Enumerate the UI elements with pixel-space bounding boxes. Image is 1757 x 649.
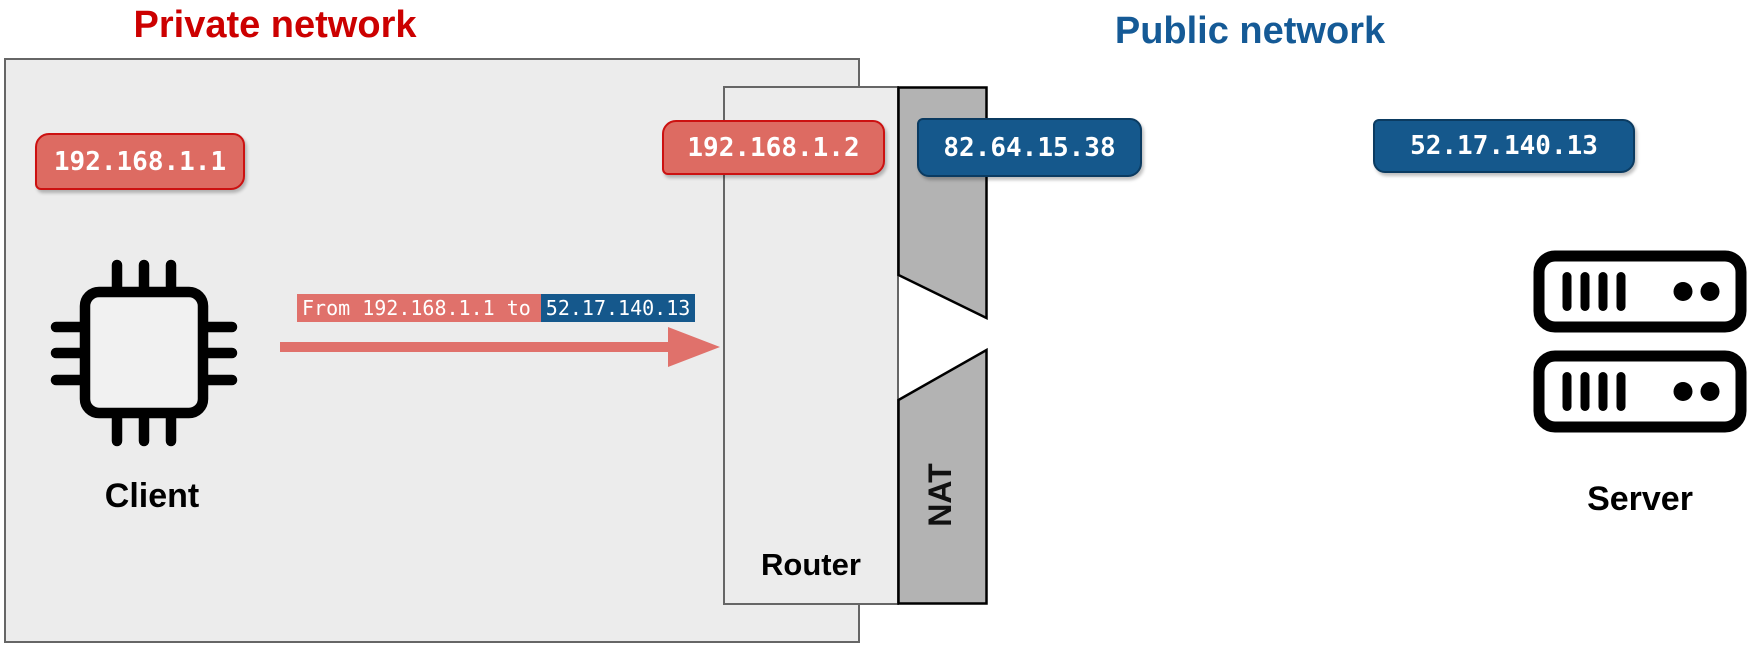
nat-funnel-bottom bbox=[897, 347, 988, 605]
client-chip-icon bbox=[50, 259, 238, 447]
server-icon bbox=[1533, 250, 1747, 433]
nat-shape: NAT bbox=[897, 86, 988, 605]
private-network-title: Private network bbox=[133, 4, 417, 46]
router-public-ip-badge: 82.64.15.38 bbox=[917, 118, 1142, 177]
nat-label: NAT bbox=[922, 463, 958, 527]
public-network-title: Public network bbox=[1114, 10, 1386, 52]
client-label: Client bbox=[104, 477, 200, 515]
router-label: Router bbox=[761, 547, 861, 582]
packet-source-text: From 192.168.1.1 to bbox=[297, 294, 541, 322]
server-ip-badge: 52.17.140.13 bbox=[1373, 119, 1635, 173]
server-label: Server bbox=[1587, 480, 1693, 518]
packet-destination-text: 52.17.140.13 bbox=[540, 294, 696, 322]
client-ip-badge: 192.168.1.1 bbox=[35, 133, 245, 190]
router-private-ip-badge: 192.168.1.2 bbox=[662, 120, 885, 175]
packet-arrow-icon bbox=[280, 327, 720, 367]
